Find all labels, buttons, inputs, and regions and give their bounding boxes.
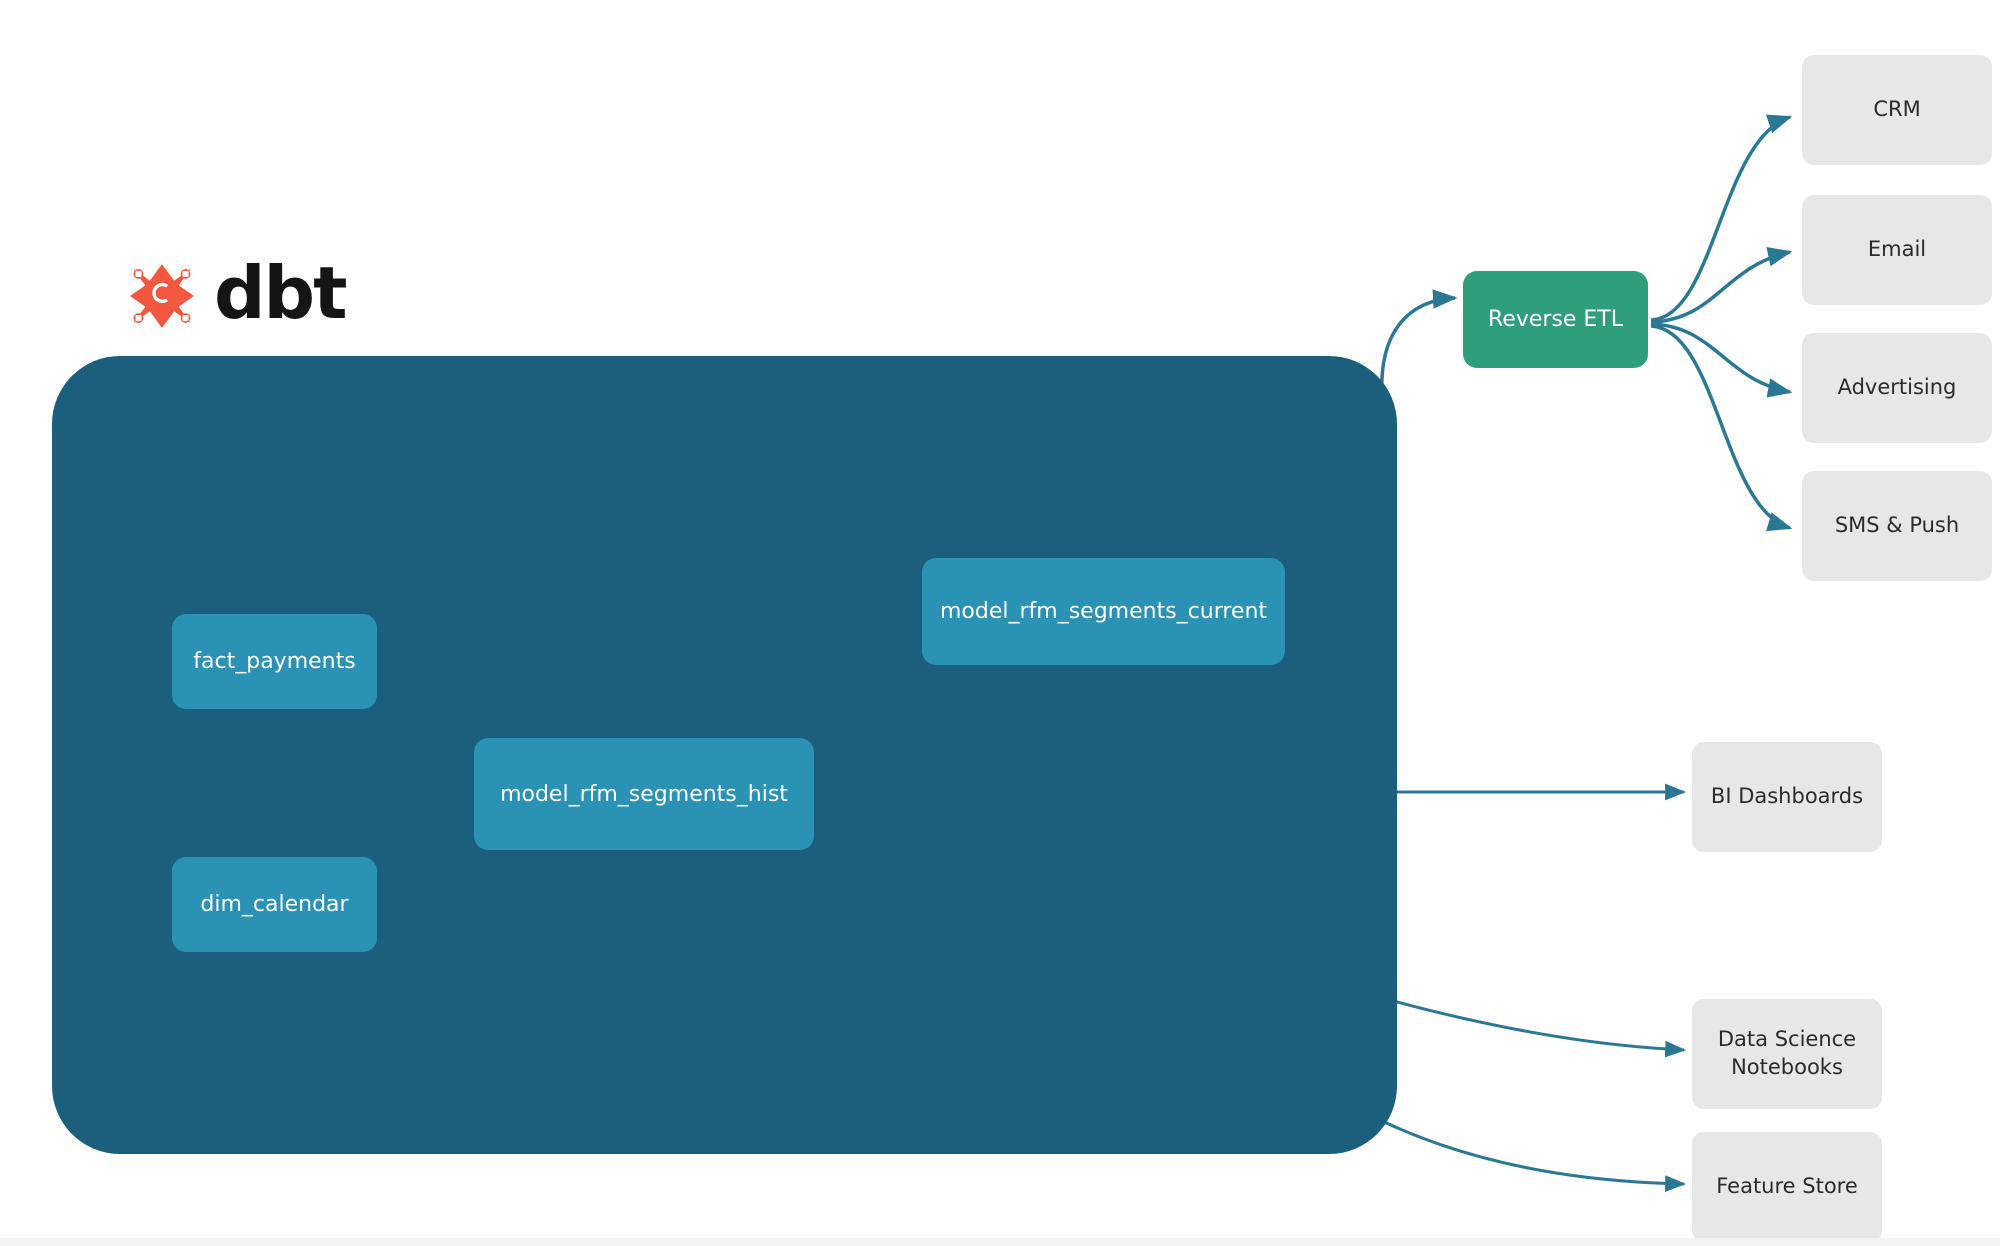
reverse-etl-label: Reverse ETL bbox=[1487, 307, 1624, 332]
model-node-fact-payments[interactable]: fact_payments bbox=[172, 614, 377, 709]
consumer-node-bi-dashboards[interactable]: BI Dashboards bbox=[1692, 742, 1882, 852]
destination-node-crm[interactable]: CRM bbox=[1802, 55, 1992, 165]
destination-label: SMS & Push bbox=[1834, 513, 1960, 538]
model-node-dim-calendar[interactable]: dim_calendar bbox=[172, 857, 377, 952]
dbt-logo: dbt bbox=[124, 251, 347, 335]
edge-reverse-etl-to-email bbox=[1650, 247, 1793, 324]
model-node-model-rfm-segments-hist[interactable]: model_rfm_segments_hist bbox=[474, 738, 814, 850]
consumer-node-data-science-notebooks[interactable]: Data Science Notebooks bbox=[1692, 999, 1882, 1109]
destination-label: Email bbox=[1867, 237, 1927, 262]
model-node-label: model_rfm_segments_current bbox=[939, 599, 1268, 624]
destination-node-email[interactable]: Email bbox=[1802, 195, 1992, 305]
dbt-wordmark: dbt bbox=[214, 251, 347, 335]
model-node-label: model_rfm_segments_hist bbox=[500, 781, 788, 807]
edge-reverse-etl-to-sms-push bbox=[1650, 324, 1793, 532]
edge-reverse-etl-to-advertising bbox=[1650, 322, 1793, 398]
consumer-label: Data Science Notebooks bbox=[1717, 1027, 1857, 1079]
reverse-etl-node[interactable]: Reverse ETL bbox=[1463, 271, 1648, 368]
destination-node-advertising[interactable]: Advertising bbox=[1802, 333, 1992, 443]
destination-label: Advertising bbox=[1837, 375, 1957, 400]
model-node-model-rfm-segments-current[interactable]: model_rfm_segments_current bbox=[922, 558, 1285, 665]
model-node-label: dim_calendar bbox=[200, 892, 349, 917]
model-node-label: fact_payments bbox=[193, 649, 356, 674]
edge-reverse-etl-to-crm bbox=[1650, 114, 1793, 322]
consumer-node-feature-store[interactable]: Feature Store bbox=[1692, 1132, 1882, 1242]
consumer-label: Feature Store bbox=[1716, 1174, 1858, 1199]
page-bottom-edge bbox=[0, 1238, 2000, 1246]
dbt-logo-icon bbox=[130, 264, 194, 328]
consumer-label: BI Dashboards bbox=[1710, 784, 1864, 809]
destination-node-sms-push[interactable]: SMS & Push bbox=[1802, 471, 1992, 581]
destination-label: CRM bbox=[1873, 97, 1921, 122]
